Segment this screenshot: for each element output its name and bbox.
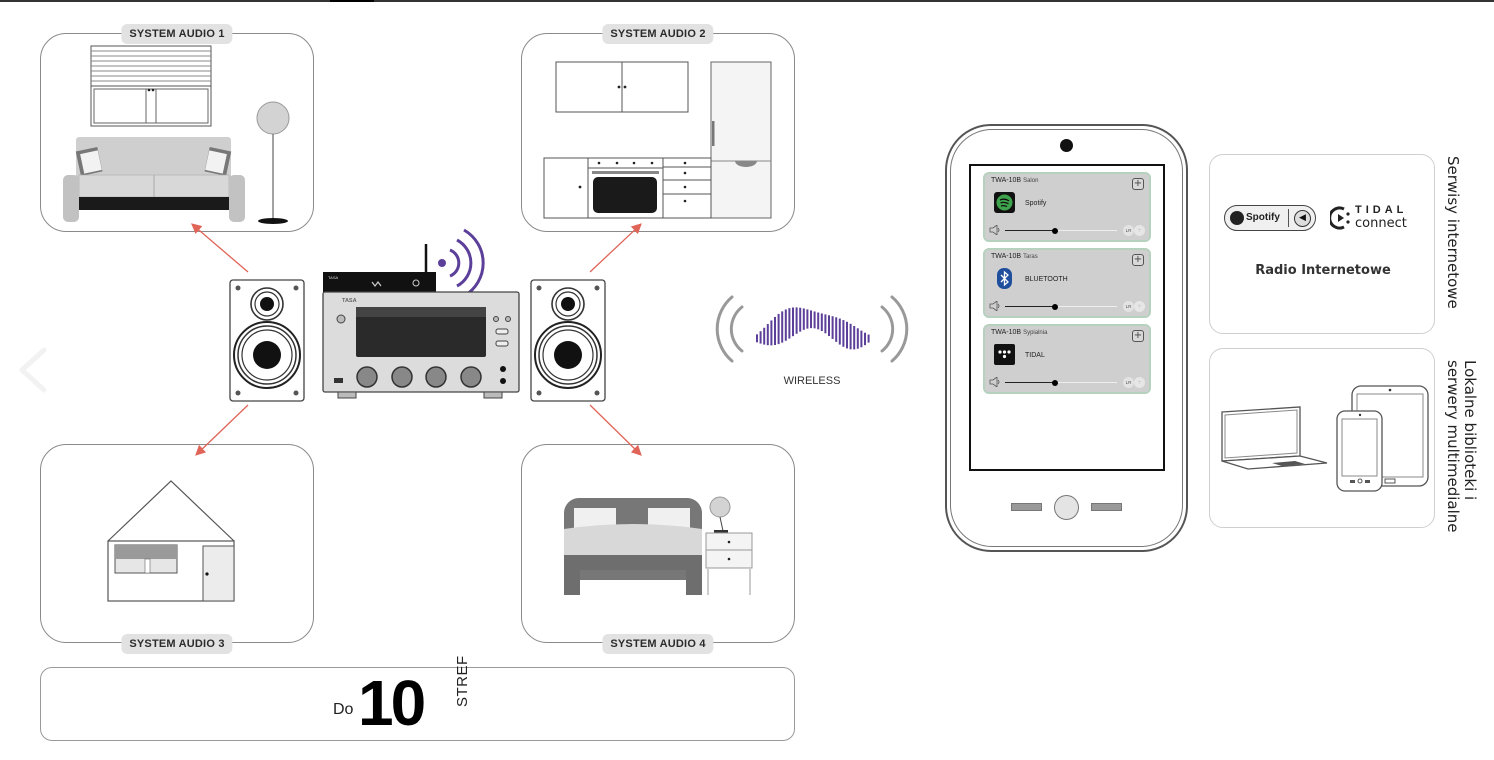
spotify-label: Spotify bbox=[1246, 212, 1280, 223]
more-button[interactable]: + bbox=[1134, 377, 1145, 388]
balance-button[interactable]: LR bbox=[1123, 301, 1134, 312]
speaker-icon: ◀ bbox=[1294, 210, 1311, 227]
carousel-prev-button[interactable] bbox=[14, 345, 54, 395]
card-room: Salon bbox=[1023, 178, 1039, 184]
zones-count-prefix: Do bbox=[333, 701, 354, 718]
zone-card-4: SYSTEM AUDIO 4 bbox=[521, 444, 795, 654]
volume-slider-handle[interactable] bbox=[1052, 379, 1059, 386]
tidal-connect-icon bbox=[1330, 206, 1350, 230]
laptop-icon bbox=[1221, 406, 1328, 470]
add-zone-button[interactable]: + bbox=[1132, 254, 1144, 266]
svg-text:TASA: TASA bbox=[342, 298, 357, 304]
spotify-logo-icon bbox=[1230, 211, 1244, 225]
home-button[interactable] bbox=[1054, 495, 1079, 520]
card-device: TWA-10B bbox=[991, 329, 1022, 336]
source-label: TIDAL bbox=[1025, 352, 1045, 359]
card-room: Sypialnia bbox=[1023, 330, 1048, 336]
speaker-right-icon bbox=[530, 279, 606, 402]
back-button[interactable] bbox=[1011, 503, 1042, 511]
zone-card-1: SYSTEM AUDIO 1 bbox=[40, 24, 314, 232]
spotify-connect-badge: Spotify ◀ bbox=[1224, 205, 1316, 231]
more-button[interactable]: + bbox=[1134, 225, 1145, 236]
balance-button[interactable]: LR bbox=[1123, 377, 1134, 388]
card-device: TWA-10B bbox=[991, 177, 1022, 184]
wireless-label: WIRELESS bbox=[783, 375, 841, 387]
top-edge-bar bbox=[0, 0, 1494, 2]
zone-label-1: SYSTEM AUDIO 1 bbox=[121, 24, 233, 44]
arrow-to-zone-3 bbox=[195, 404, 249, 456]
volume-slider[interactable] bbox=[1005, 379, 1117, 386]
speaker-left-icon bbox=[229, 279, 305, 402]
zones-count-number: 10 bbox=[358, 667, 426, 739]
add-zone-button[interactable]: + bbox=[1132, 178, 1144, 190]
more-button[interactable]: + bbox=[1134, 301, 1145, 312]
wifi-module-icon bbox=[323, 272, 436, 292]
local-side-title-line1: Lokalne biblioteki i bbox=[1461, 360, 1479, 501]
source-label: Spotify bbox=[1025, 200, 1047, 207]
wireless-waves-icon bbox=[715, 295, 909, 363]
arrow-to-zone-2 bbox=[589, 223, 642, 273]
volume-icon bbox=[989, 225, 1000, 235]
spotify-icon bbox=[994, 192, 1015, 213]
card-device: TWA-10B bbox=[991, 253, 1022, 260]
camera-icon bbox=[1060, 139, 1073, 152]
volume-slider-handle[interactable] bbox=[1052, 303, 1059, 310]
living-room-illustration bbox=[63, 45, 290, 224]
card-room: Taras bbox=[1023, 254, 1038, 260]
volume-icon bbox=[989, 377, 1000, 387]
phone-small-icon bbox=[1336, 410, 1383, 492]
volume-icon bbox=[989, 301, 1000, 311]
chevron-left-icon bbox=[19, 347, 47, 393]
volume-slider[interactable] bbox=[1005, 227, 1117, 234]
wireless-signal-icon bbox=[438, 228, 485, 298]
zones-count-banner: Do 10 STREF bbox=[40, 655, 795, 741]
bedroom-illustration bbox=[564, 496, 753, 595]
add-zone-button[interactable]: + bbox=[1132, 330, 1144, 342]
local-libraries-panel bbox=[1209, 348, 1435, 528]
volume-slider-handle[interactable] bbox=[1052, 227, 1059, 234]
tidal-connect-label: connect bbox=[1355, 216, 1407, 231]
zones-count-suffix: STREF bbox=[454, 655, 471, 707]
internet-radio-label: Radio Internetowe bbox=[1255, 263, 1391, 278]
tidal-label: TIDAL bbox=[1355, 204, 1408, 216]
amplifier-icon: TASA TASA bbox=[322, 228, 520, 399]
local-side-title-line2: serwery multimedialne bbox=[1444, 360, 1462, 533]
bluetooth-icon bbox=[994, 268, 1015, 289]
house-illustration bbox=[107, 480, 235, 602]
zone-label-4: SYSTEM AUDIO 4 bbox=[602, 634, 714, 654]
zone-card-3: SYSTEM AUDIO 3 bbox=[40, 444, 314, 654]
top-edge-marker bbox=[330, 0, 374, 2]
zone-label-3: SYSTEM AUDIO 3 bbox=[121, 634, 233, 654]
arrow-to-zone-1 bbox=[191, 223, 249, 273]
balance-button[interactable]: LR bbox=[1123, 225, 1134, 236]
tidal-icon bbox=[994, 344, 1015, 365]
svg-text:TASA: TASA bbox=[328, 275, 338, 280]
kitchen-illustration bbox=[543, 61, 772, 219]
wireless-graphic: WIRELESS bbox=[712, 285, 912, 395]
menu-button[interactable] bbox=[1091, 503, 1122, 511]
volume-slider[interactable] bbox=[1005, 303, 1117, 310]
local-side-title: Lokalne biblioteki i serwery multimedial… bbox=[1444, 360, 1479, 533]
services-side-title: Serwisy internetowe bbox=[1444, 156, 1462, 309]
zone-label-2: SYSTEM AUDIO 2 bbox=[602, 24, 714, 44]
arrow-to-zone-4 bbox=[589, 404, 642, 456]
zone-card-2: SYSTEM AUDIO 2 bbox=[521, 24, 795, 232]
streaming-services-panel: Spotify ◀ TIDAL connect Radio Internetow… bbox=[1209, 154, 1435, 334]
devices-illustration bbox=[1221, 385, 1429, 492]
source-label: BLUETOOTH bbox=[1025, 276, 1068, 283]
